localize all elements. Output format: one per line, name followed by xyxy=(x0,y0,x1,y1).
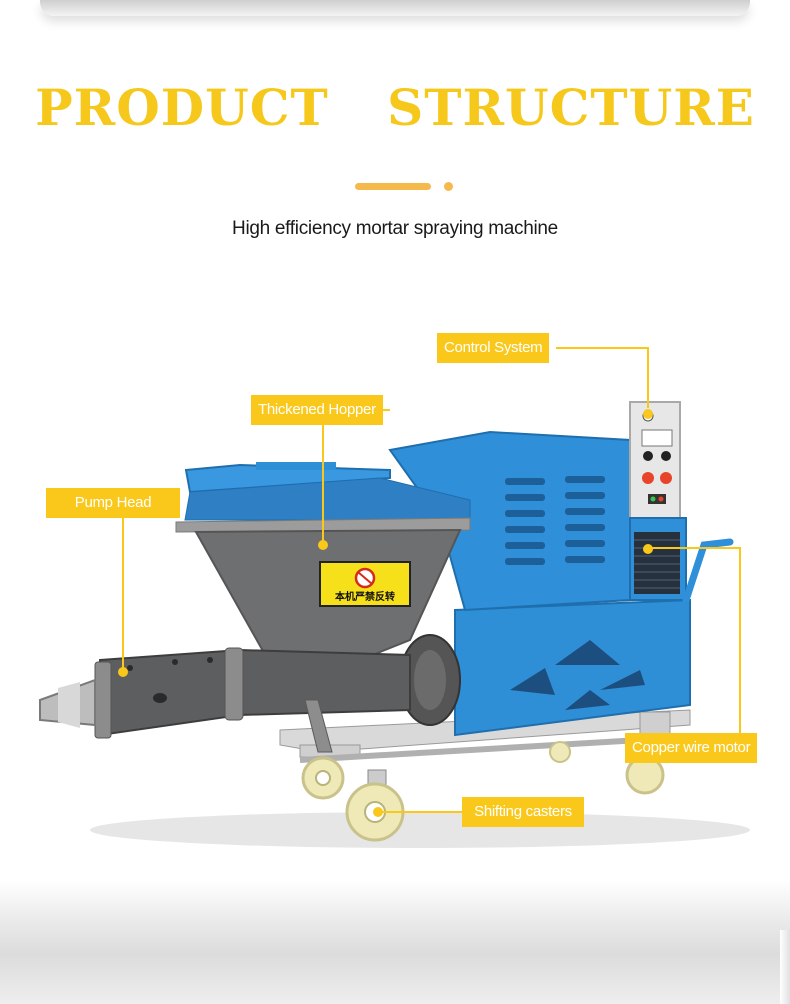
label-thickened-hopper: Thickened Hopper xyxy=(251,395,383,425)
label-pump-head: Pump Head xyxy=(46,488,180,518)
title-divider-bar xyxy=(355,183,431,190)
label-control-system: Control System xyxy=(437,333,550,363)
mortar-spraying-machine-image: 本机严禁反转 xyxy=(39,347,750,848)
control-box xyxy=(629,401,681,519)
hopper-warning-sign: 本机严禁反转 xyxy=(335,590,395,603)
page-title: PRODUCT STRUCTURE xyxy=(35,78,755,137)
caster-wheel-front xyxy=(345,769,405,842)
title-divider-dot xyxy=(444,182,453,191)
label-shifting-casters: Shifting casters xyxy=(462,797,584,827)
pump-head xyxy=(39,647,411,739)
floor-shadow xyxy=(0,880,790,1004)
label-copper-wire-motor: Copper wire motor xyxy=(625,733,758,763)
caster-wheel-left xyxy=(301,756,345,800)
floor-edge xyxy=(780,930,790,1004)
copper-wire-motor xyxy=(629,517,687,601)
top-shadow-decoration xyxy=(40,0,750,16)
page-subtitle: High efficiency mortar spraying machine xyxy=(232,218,558,239)
